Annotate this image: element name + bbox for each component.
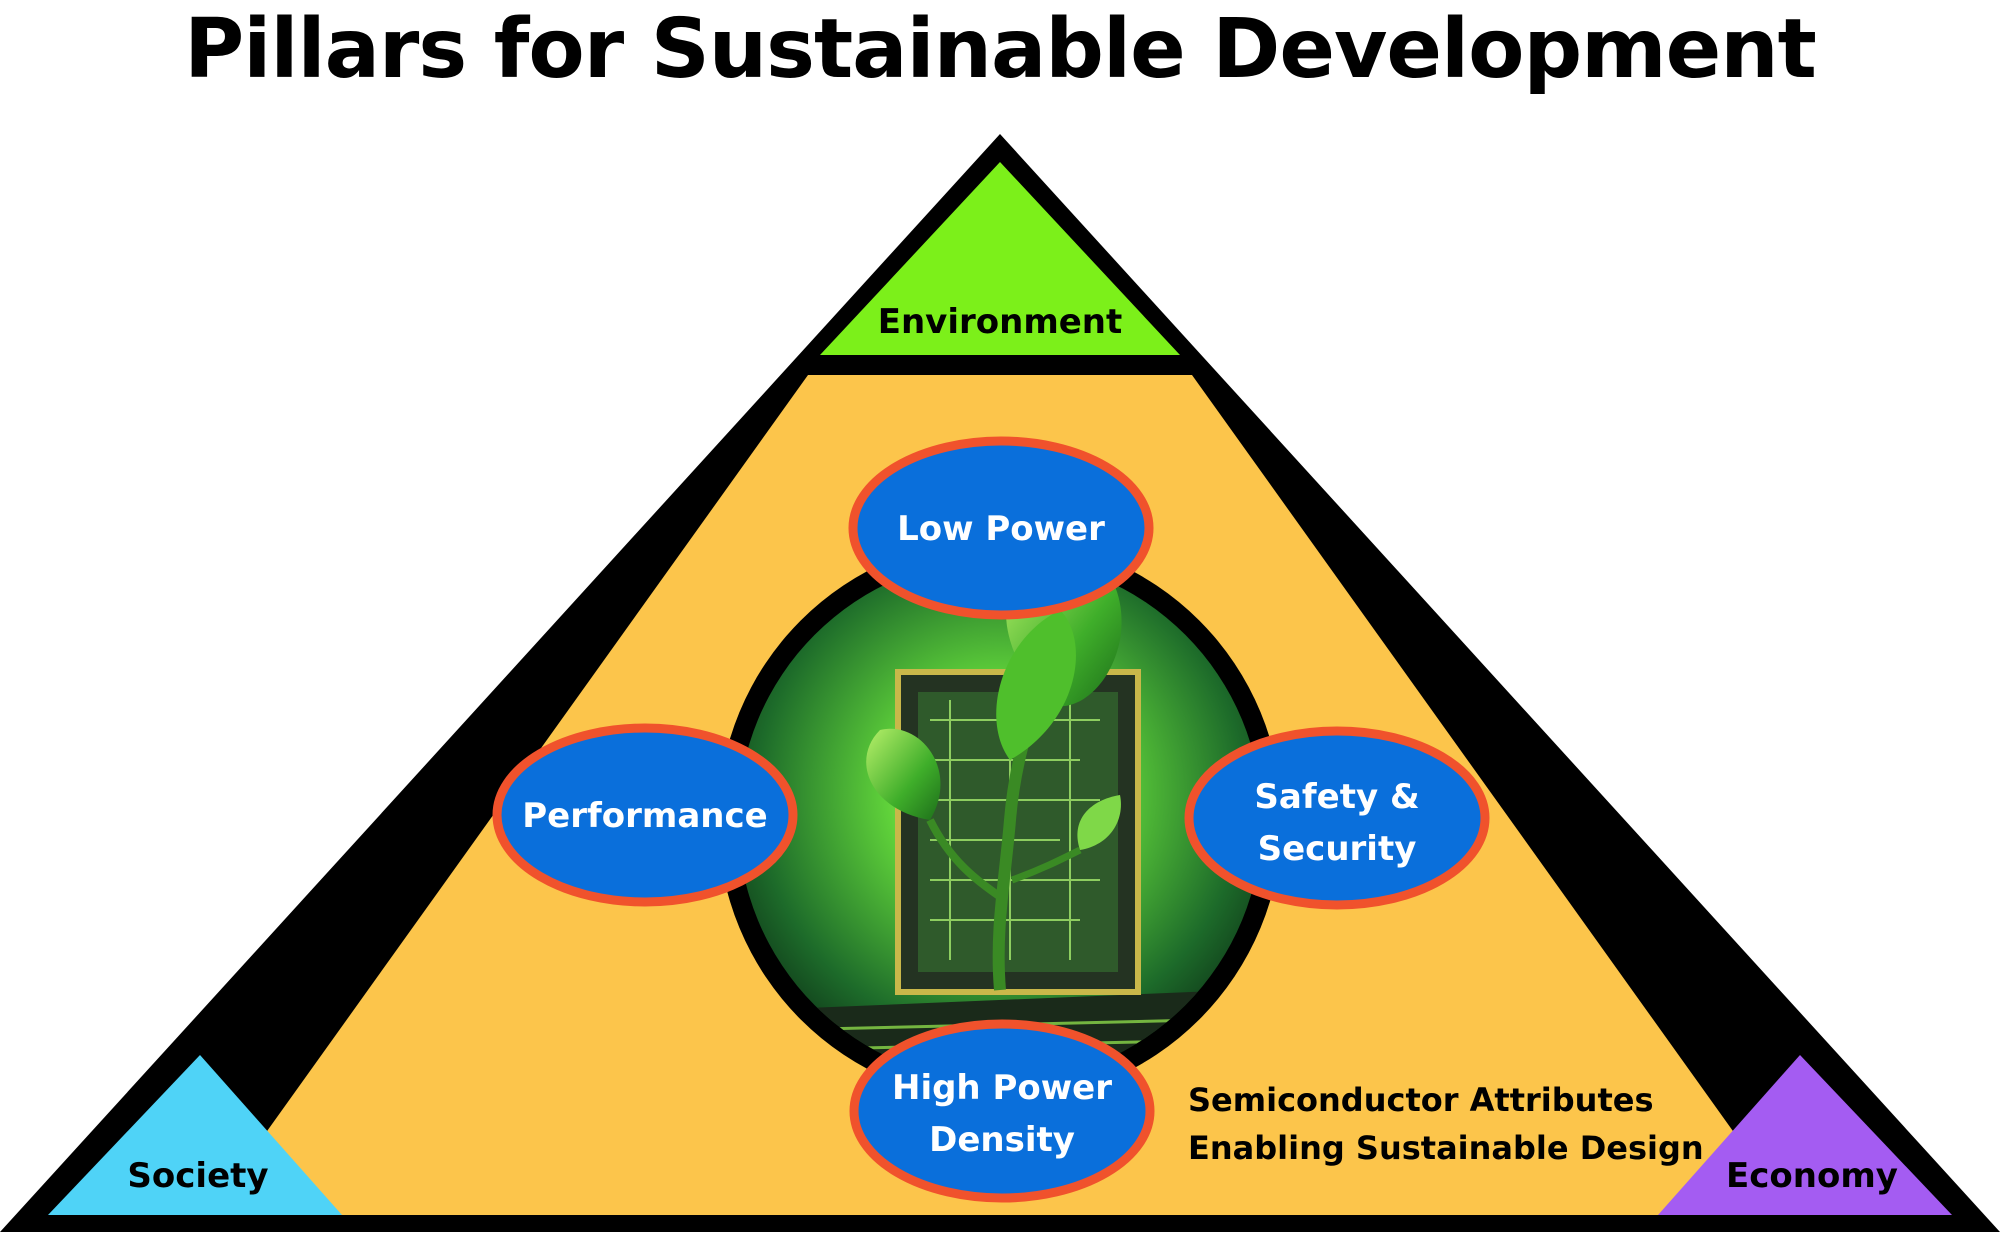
safety-security-bubble: Safety & Security bbox=[1184, 726, 1490, 910]
environment-corner bbox=[820, 162, 1180, 355]
caption-line-2: Enabling Sustainable Design bbox=[1188, 1129, 1704, 1167]
society-label: Society bbox=[127, 1156, 268, 1196]
high-power-density-bubble: High Power Density bbox=[849, 1019, 1155, 1203]
economy-corner bbox=[1658, 1055, 1952, 1215]
caption-line-1: Semiconductor Attributes bbox=[1188, 1081, 1654, 1119]
diagram-title: Pillars for Sustainable Development bbox=[184, 2, 1817, 97]
environment-label: Environment bbox=[878, 302, 1123, 342]
central-chip-plant-image bbox=[718, 538, 1282, 1102]
low-power-label: Low Power bbox=[897, 509, 1105, 549]
low-power-bubble: Low Power bbox=[848, 436, 1154, 620]
economy-label: Economy bbox=[1726, 1156, 1898, 1196]
performance-label: Performance bbox=[522, 796, 767, 836]
safety-label: Safety & bbox=[1254, 777, 1419, 817]
security-label: Security bbox=[1258, 829, 1417, 869]
density-label: Density bbox=[929, 1120, 1075, 1160]
high-power-label: High Power bbox=[892, 1068, 1112, 1108]
society-corner bbox=[48, 1055, 342, 1215]
performance-bubble: Performance bbox=[492, 723, 798, 907]
